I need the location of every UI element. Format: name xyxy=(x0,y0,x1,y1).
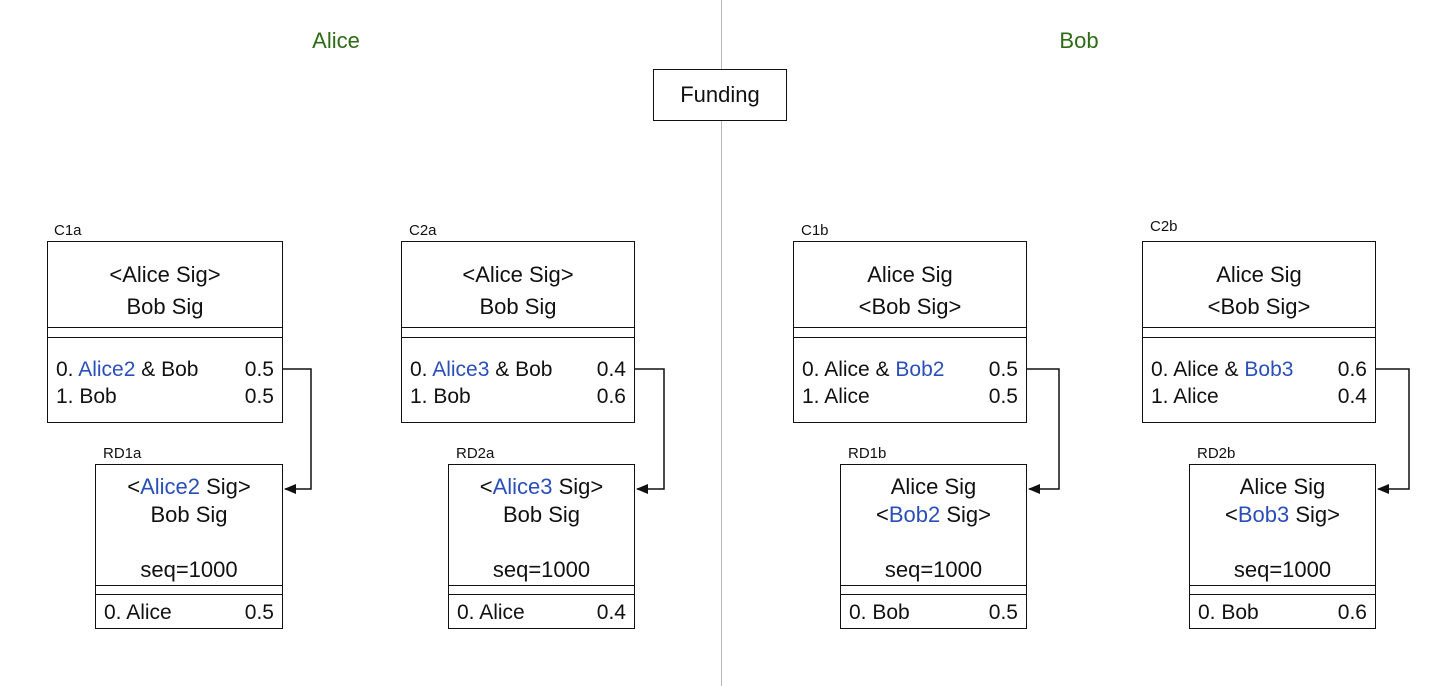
commitment-c2a: <Alice Sig> Bob Sig 0. Alice3 & Bob 0.4 … xyxy=(401,241,635,423)
rd2b-output-0: 0. Bob 0.6 xyxy=(1198,601,1367,624)
commitment-c1a: <Alice Sig> Bob Sig 0. Alice2 & Bob 0.5 … xyxy=(47,241,283,423)
c2a-output-1: 1. Bob 0.6 xyxy=(410,385,626,408)
c1b-divider-bottom xyxy=(794,337,1026,338)
c1b-sig1: Alice Sig xyxy=(867,262,953,287)
c1a-output-1: 1. Bob 0.5 xyxy=(56,385,274,408)
c2b-sig1: Alice Sig xyxy=(1216,262,1302,287)
c1b-divider-top xyxy=(794,327,1026,328)
c1a-sig1: <Alice Sig> xyxy=(109,262,221,287)
revocation-rd2a: <Alice3 Sig> Bob Sig seq=1000 0. Alice 0… xyxy=(448,464,635,629)
rd1b-tag: RD1b xyxy=(848,445,887,462)
rd2a-output-0: 0. Alice 0.4 xyxy=(457,601,626,624)
c2a-divider-bottom xyxy=(402,337,634,338)
rd1b-divider-top xyxy=(841,585,1026,586)
rd1b-sig1: Alice Sig xyxy=(890,474,977,499)
c2a-divider-top xyxy=(402,327,634,328)
arrow-c1b-to-rd1b xyxy=(1027,368,1060,494)
rd2a-sig1: <Alice3 Sig> xyxy=(479,474,604,499)
rd2b-divider-bottom xyxy=(1190,594,1375,595)
c1a-tag: C1a xyxy=(54,222,82,239)
c1b-tag: C1b xyxy=(801,222,829,239)
rd1a-divider-top xyxy=(96,585,282,586)
c1a-output-0: 0. Alice2 & Bob 0.5 xyxy=(56,358,274,381)
c2b-output-1-value: 0.4 xyxy=(1337,385,1367,408)
rd2a-output-0-value: 0.4 xyxy=(596,601,626,624)
c2a-output-0-value: 0.4 xyxy=(596,358,626,381)
arrow-c2b-to-rd2b xyxy=(1376,368,1410,494)
c2b-divider-bottom xyxy=(1143,337,1375,338)
arrow-c1a-to-rd1a xyxy=(283,368,312,494)
rd2b-sig1: Alice Sig xyxy=(1239,474,1326,499)
c2a-output-0: 0. Alice3 & Bob 0.4 xyxy=(410,358,626,381)
rd1a-output-0: 0. Alice 0.5 xyxy=(104,601,274,624)
rd1a-tag: RD1a xyxy=(103,445,142,462)
rd2b-sig2: <Bob3 Sig> xyxy=(1224,502,1340,527)
c1b-output-1: 1. Alice 0.5 xyxy=(802,385,1018,408)
c1a-output-1-value: 0.5 xyxy=(244,385,274,408)
c1a-output-0-value: 0.5 xyxy=(244,358,274,381)
party-label-alice: Alice xyxy=(312,28,360,53)
c2a-sig1: <Alice Sig> xyxy=(462,262,574,287)
rd2a-divider-bottom xyxy=(449,594,634,595)
c2b-output-0-value: 0.6 xyxy=(1337,358,1367,381)
rd1a-seq: seq=1000 xyxy=(140,557,238,582)
c2b-output-0: 0. Alice & Bob3 0.6 xyxy=(1151,358,1367,381)
rd2b-divider-top xyxy=(1190,585,1375,586)
party-label-bob: Bob xyxy=(1059,28,1099,53)
c2a-sig2: Bob Sig xyxy=(479,294,557,319)
party-divider xyxy=(721,0,722,686)
rd2a-tag: RD2a xyxy=(456,445,495,462)
c1a-divider-top xyxy=(48,327,282,328)
rd1a-sig2: Bob Sig xyxy=(150,502,228,527)
c2b-divider-top xyxy=(1143,327,1375,328)
c1a-sig2: Bob Sig xyxy=(126,294,204,319)
rd1b-output-0-value: 0.5 xyxy=(988,601,1018,624)
rd2a-sig2: Bob Sig xyxy=(502,502,581,527)
revocation-rd2b: Alice Sig <Bob3 Sig> seq=1000 0. Bob 0.6 xyxy=(1189,464,1376,629)
c2a-tag: C2a xyxy=(409,222,437,239)
c2b-output-1: 1. Alice 0.4 xyxy=(1151,385,1367,408)
commitment-c1b: Alice Sig <Bob Sig> 0. Alice & Bob2 0.5 … xyxy=(793,241,1027,423)
rd2b-seq: seq=1000 xyxy=(1233,557,1332,582)
c1b-output-0: 0. Alice & Bob2 0.5 xyxy=(802,358,1018,381)
arrow-c2a-to-rd2a xyxy=(635,368,665,494)
funding-box: Funding xyxy=(653,69,787,121)
c1b-sig2: <Bob Sig> xyxy=(858,294,962,319)
rd1a-divider-bottom xyxy=(96,594,282,595)
c1b-output-0-value: 0.5 xyxy=(988,358,1018,381)
rd2b-tag: RD2b xyxy=(1197,445,1236,462)
rd1b-seq: seq=1000 xyxy=(884,557,983,582)
revocation-rd1a: <Alice2 Sig> Bob Sig seq=1000 0. Alice 0… xyxy=(95,464,283,629)
c1b-output-1-value: 0.5 xyxy=(988,385,1018,408)
rd2b-output-0-value: 0.6 xyxy=(1337,601,1367,624)
revocation-rd1b: Alice Sig <Bob2 Sig> seq=1000 0. Bob 0.5 xyxy=(840,464,1027,629)
rd2a-seq: seq=1000 xyxy=(492,557,591,582)
c1a-divider-bottom xyxy=(48,337,282,338)
c2b-sig2: <Bob Sig> xyxy=(1207,294,1311,319)
rd1a-sig1: <Alice2 Sig> xyxy=(127,474,251,499)
rd1a-output-0-value: 0.5 xyxy=(244,601,274,624)
rd1b-sig2: <Bob2 Sig> xyxy=(875,502,991,527)
c2b-tag: C2b xyxy=(1150,218,1178,235)
rd2a-divider-top xyxy=(449,585,634,586)
rd1b-output-0: 0. Bob 0.5 xyxy=(849,601,1018,624)
rd1b-divider-bottom xyxy=(841,594,1026,595)
commitment-c2b: Alice Sig <Bob Sig> 0. Alice & Bob3 0.6 … xyxy=(1142,241,1376,423)
c2a-output-1-value: 0.6 xyxy=(596,385,626,408)
